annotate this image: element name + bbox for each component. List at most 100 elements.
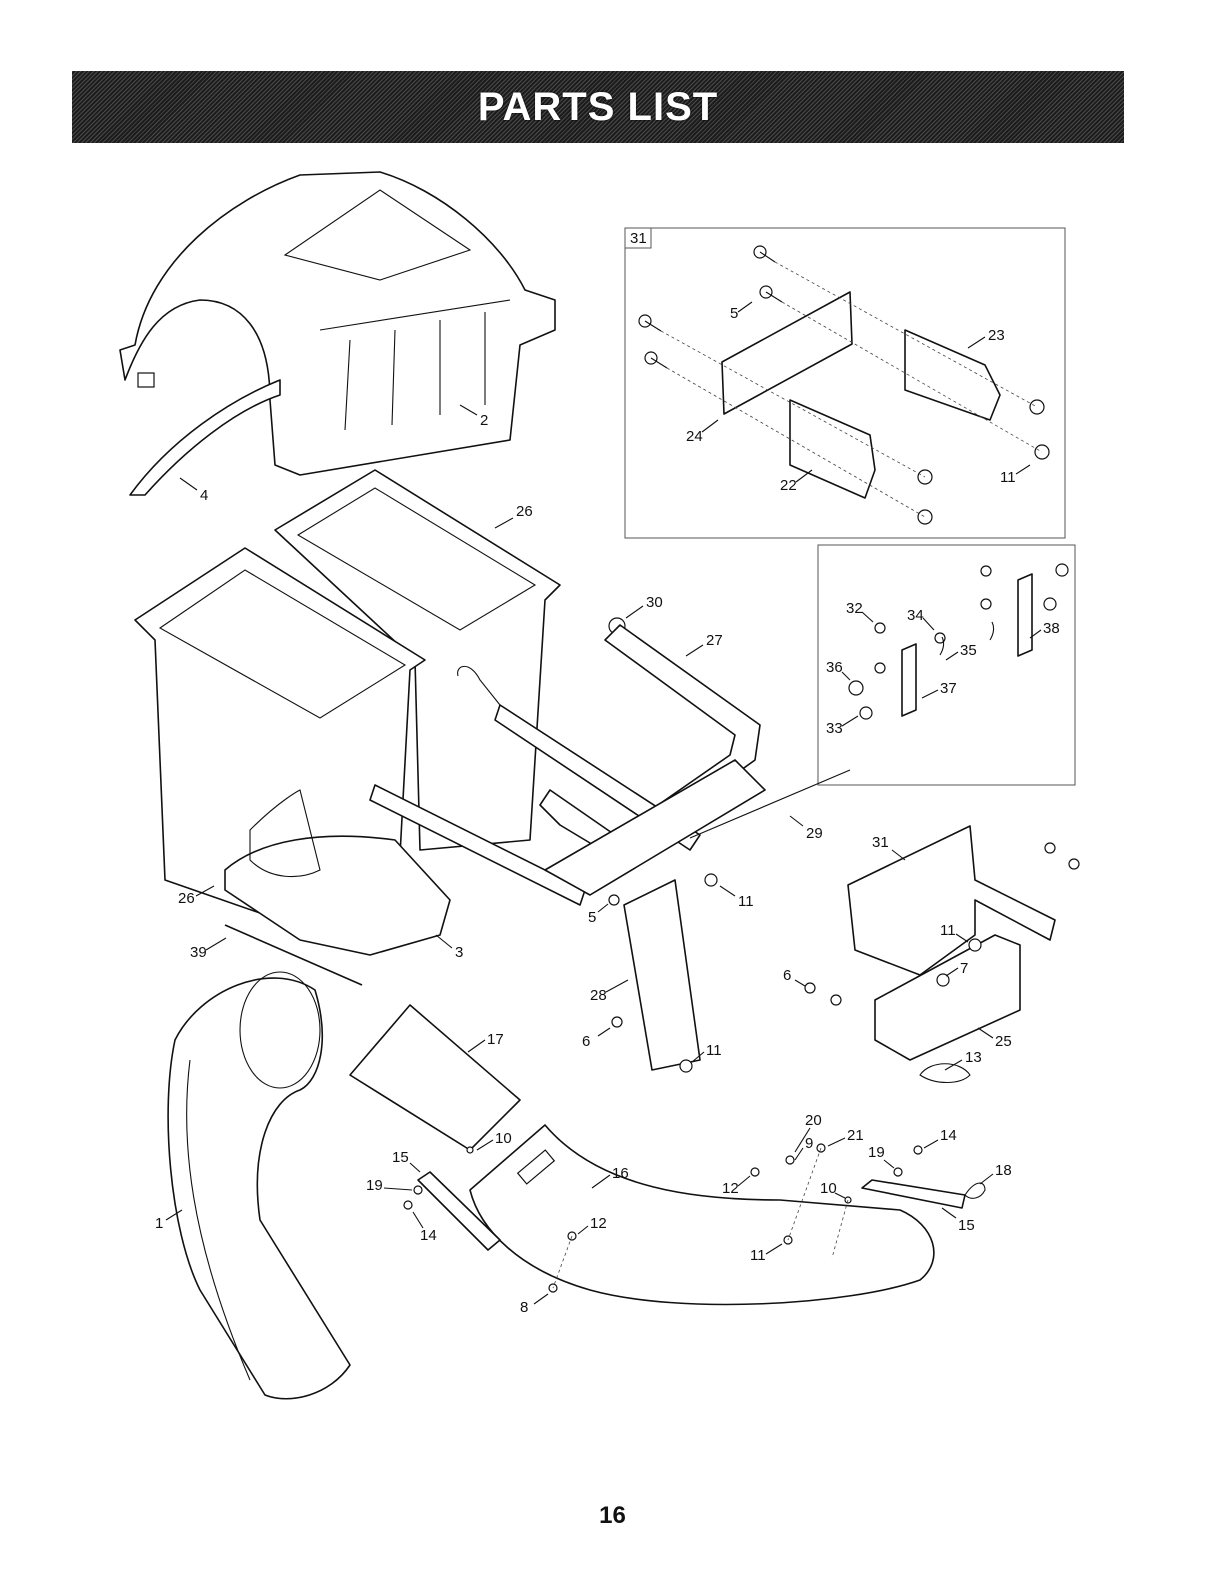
callout-1: 1 <box>155 1215 163 1232</box>
callout-6: 6 <box>582 1033 590 1050</box>
washer-20 <box>786 1156 794 1164</box>
cover-2 <box>120 172 555 475</box>
bolt-head <box>1056 564 1068 576</box>
bolt-head <box>875 623 885 633</box>
callout-35: 35 <box>960 642 977 659</box>
callout-28: 28 <box>590 987 607 1004</box>
link-37 <box>902 644 916 716</box>
deflector-4 <box>130 380 280 495</box>
callout-29: 29 <box>806 825 823 842</box>
bolt-head <box>404 1201 412 1209</box>
nut <box>705 874 717 886</box>
inset-label: 31 <box>630 230 647 247</box>
bolt-head <box>831 995 841 1005</box>
callout-11: 11 <box>706 1042 722 1059</box>
callout-13: 13 <box>965 1049 982 1066</box>
discharge-chute: 1 <box>155 972 350 1399</box>
callout-18: 18 <box>995 1162 1012 1179</box>
link-38 <box>1018 574 1032 656</box>
callout-15: 15 <box>392 1149 409 1166</box>
callout-8: 8 <box>520 1299 528 1316</box>
callout-11: 11 <box>940 922 956 939</box>
exploded-parts-diagram: 31 5 23 24 11 22 <box>0 150 1225 1500</box>
callout-11: 11 <box>1000 469 1016 486</box>
callout-22: 22 <box>780 477 797 494</box>
callout-26: 26 <box>516 503 533 520</box>
parts-list-banner: PARTS LIST <box>72 71 1124 143</box>
washer <box>414 1186 422 1194</box>
callout-4: 4 <box>200 487 208 504</box>
callout-26: 26 <box>178 890 195 907</box>
bolt-head <box>805 983 815 993</box>
callout-19: 19 <box>366 1177 383 1194</box>
washer-19 <box>894 1168 902 1176</box>
callout-32: 32 <box>846 600 863 617</box>
callout-36: 36 <box>826 659 843 676</box>
adapter-17 <box>350 1005 520 1150</box>
callout-25: 25 <box>995 1033 1012 1050</box>
page-title: PARTS LIST <box>478 85 718 130</box>
callout-11: 11 <box>750 1247 766 1264</box>
nut-12 <box>751 1168 759 1176</box>
inset-link-hardware: 32 34 35 38 36 37 33 <box>818 545 1075 785</box>
callout-37: 37 <box>940 680 957 697</box>
pin-head <box>860 707 872 719</box>
callout-19: 19 <box>868 1144 885 1161</box>
callout-10: 10 <box>820 1180 837 1197</box>
bag-outlet-3 <box>225 836 450 955</box>
callout-33: 33 <box>826 720 843 737</box>
center-bracket: 5 11 28 6 11 <box>582 874 754 1072</box>
callout-14: 14 <box>420 1227 437 1244</box>
bracket-28 <box>624 880 700 1070</box>
inset-bracket-hardware: 31 5 23 24 11 22 <box>625 228 1065 538</box>
callout-31: 31 <box>872 834 889 851</box>
callout-34: 34 <box>907 607 924 624</box>
callout-10: 10 <box>495 1130 512 1147</box>
bolt-head <box>1045 843 1055 853</box>
callout-7: 7 <box>960 960 968 977</box>
chute-16 <box>470 1125 934 1304</box>
callout-5: 5 <box>730 305 738 322</box>
callout-30: 30 <box>646 594 663 611</box>
callout-11: 11 <box>738 893 754 910</box>
mount-bracket: 31 11 7 6 25 13 <box>783 826 1079 1083</box>
hairpin-18 <box>965 1183 985 1198</box>
nut <box>875 663 885 673</box>
chute-adapter: 17 <box>350 1005 520 1150</box>
nut <box>981 599 991 609</box>
callout-5: 5 <box>588 909 596 926</box>
callout-16: 16 <box>612 1165 629 1182</box>
bolt-14 <box>914 1146 922 1154</box>
link-15-right <box>862 1180 965 1208</box>
bagger-cover: 2 4 <box>120 172 555 504</box>
callout-2: 2 <box>480 412 488 429</box>
bolt-head <box>609 895 619 905</box>
hairpin-13 <box>920 1064 970 1083</box>
callout-38: 38 <box>1043 620 1060 637</box>
cover-latch <box>138 373 154 387</box>
callout-6: 6 <box>783 967 791 984</box>
callout-39: 39 <box>190 944 207 961</box>
callout-20: 20 <box>805 1112 822 1129</box>
chute-1 <box>168 978 350 1399</box>
pin-head <box>849 681 863 695</box>
callout-3: 3 <box>455 944 463 961</box>
callout-17: 17 <box>487 1031 504 1048</box>
callout-14: 14 <box>940 1127 957 1144</box>
page-number: 16 <box>0 1502 1225 1530</box>
callout-15: 15 <box>958 1217 975 1234</box>
callout-23: 23 <box>988 327 1005 344</box>
bolt-head <box>612 1017 622 1027</box>
bolt-head <box>1069 859 1079 869</box>
nut <box>1030 400 1044 414</box>
nut <box>680 1060 692 1072</box>
callout-12: 12 <box>722 1180 739 1197</box>
pin-head <box>1044 598 1056 610</box>
callout-27: 27 <box>706 632 723 649</box>
bolt-head <box>981 566 991 576</box>
callout-12: 12 <box>590 1215 607 1232</box>
bolt <box>467 1147 473 1153</box>
callout-21: 21 <box>847 1127 864 1144</box>
callout-9: 9 <box>805 1135 813 1152</box>
nut <box>969 939 981 951</box>
